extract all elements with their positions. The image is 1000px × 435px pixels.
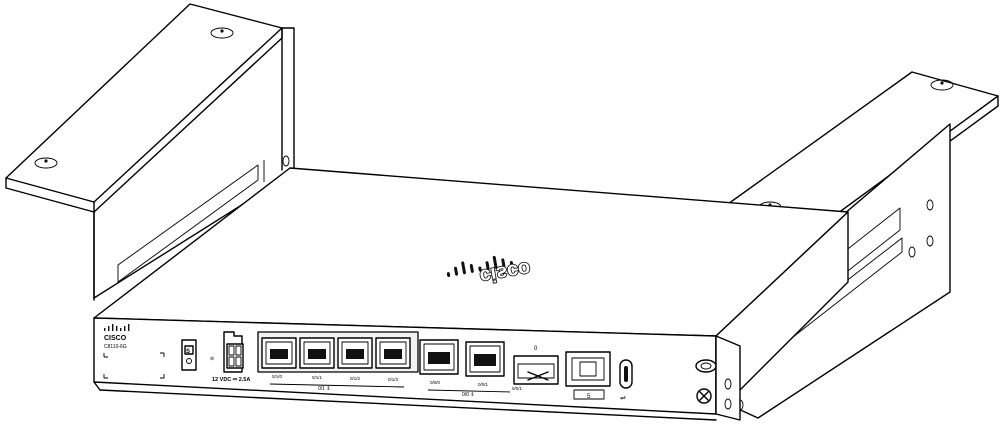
ethernet-port-2[interactable] — [337, 337, 373, 369]
brand-name: CISCO — [104, 335, 127, 342]
reset-button[interactable]: S ⊘ — [181, 339, 214, 371]
svg-text:⊘: ⊘ — [210, 356, 214, 362]
keyhole-slot-icon — [34, 157, 58, 169]
ethernet-port-4[interactable] — [419, 339, 459, 375]
port-label-2: 0/1/2 — [350, 376, 361, 381]
brand-block: CISCO C8110-6G — [103, 324, 165, 379]
port-label-4: 0/0/0 — [430, 380, 441, 385]
keyhole-slot-icon — [930, 79, 954, 91]
ground-screw — [695, 359, 717, 404]
reset-label: S — [186, 349, 190, 355]
sfp-label: 0 — [534, 346, 538, 352]
keyhole-slot-icon — [210, 27, 234, 39]
model-label: C8110-6G — [104, 344, 127, 350]
usb-c-port[interactable]: ⇌ — [619, 359, 633, 402]
wan-group-label: 0/0 ⇕ — [462, 392, 475, 398]
console-port[interactable]: 5 — [565, 351, 611, 400]
wan-port-group: 0/0/0 0/0/1 0/0 ⇕ — [419, 339, 511, 398]
poe-group-label: 0/1 ⇕ — [318, 386, 331, 392]
lock-icon — [186, 358, 192, 364]
sfp-slot[interactable]: 0 0/0/1 — [512, 346, 559, 391]
usb-icon: ⇌ — [620, 395, 626, 402]
right-bracket-front-edge — [715, 335, 741, 421]
port-label-0: 0/1/0 — [272, 374, 283, 379]
left-mounting-bracket — [5, 3, 295, 301]
power-label: 12 VDC ⎓ 2.5A — [212, 377, 250, 383]
ethernet-port-5[interactable] — [465, 341, 505, 377]
console-label: 5 — [587, 394, 591, 400]
sfp-port-label: 0/0/1 — [512, 386, 523, 391]
cisco-bars-icon — [104, 324, 130, 331]
port-label-3: 0/1/3 — [388, 377, 399, 382]
power-connector[interactable]: 12 VDC ⎓ 2.5A — [212, 331, 250, 383]
lan-port-group: 0/1/0 0/1/1 0/1/2 0/1/3 0/1 ⇕ — [257, 331, 419, 392]
ethernet-port-0[interactable] — [261, 337, 297, 369]
port-label-1: 0/1/1 — [312, 375, 323, 380]
port-label-5: 0/0/1 — [478, 382, 489, 387]
cisco-bars-icon — [446, 255, 514, 278]
ethernet-port-3[interactable] — [375, 337, 411, 369]
ethernet-port-1[interactable] — [299, 337, 335, 369]
